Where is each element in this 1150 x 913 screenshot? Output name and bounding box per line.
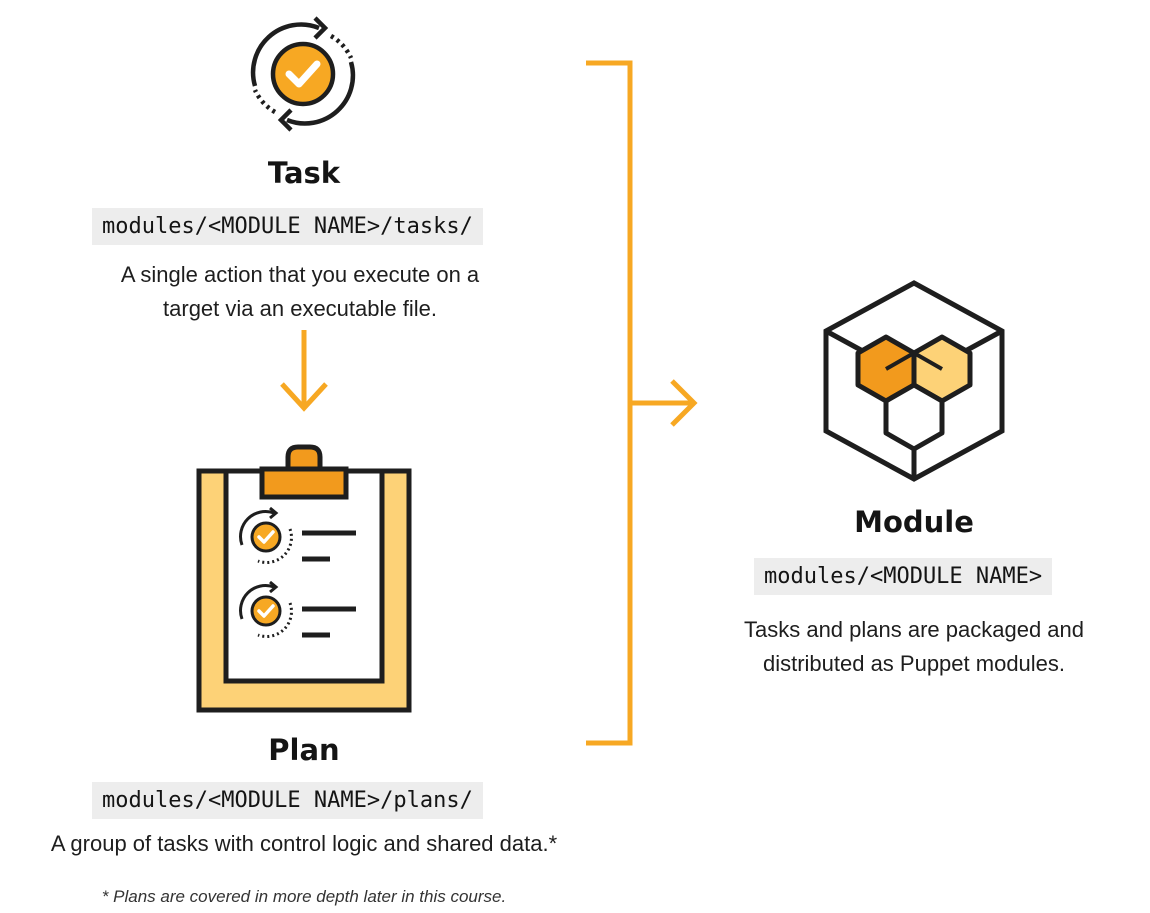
task-cycle-check-icon — [250, 16, 356, 132]
down-arrow-icon — [280, 330, 328, 412]
task-description-line-2: target via an executable file. — [163, 296, 437, 321]
grouping-bracket — [586, 60, 698, 746]
clipboard-icon — [196, 444, 412, 713]
module-description-line-2: distributed as Puppet modules. — [762, 651, 1066, 676]
plan-item-1-icon — [239, 506, 293, 564]
task-description-line-1: A single action that you execute on a — [120, 262, 480, 287]
task-title: Task — [267, 156, 341, 190]
plan-title: Plan — [268, 733, 340, 767]
module-path: modules/<MODULE NAME> — [754, 558, 1053, 595]
plan-item-2-icon — [239, 580, 293, 638]
task-path: modules/<MODULE NAME>/tasks/ — [92, 208, 483, 245]
plan-description: A group of tasks with control logic and … — [50, 831, 558, 856]
plan-path: modules/<MODULE NAME>/plans/ — [92, 782, 483, 819]
task-description: A single action that you execute on a ta… — [60, 258, 540, 326]
module-title: Module — [854, 505, 974, 539]
cube-icon — [823, 280, 1005, 482]
footnote: * Plans are covered in more depth later … — [101, 887, 507, 906]
module-description-line-1: Tasks and plans are packaged and — [743, 617, 1084, 642]
module-description: Tasks and plans are packaged and distrib… — [670, 613, 1150, 681]
